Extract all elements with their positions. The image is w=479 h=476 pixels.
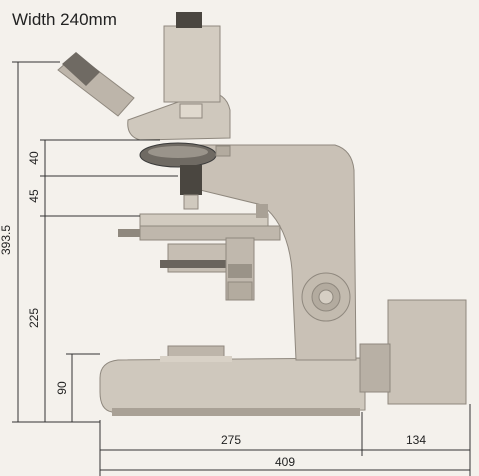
nosepiece-highlight bbox=[148, 146, 208, 158]
dim-40-label: 40 bbox=[27, 151, 41, 165]
dimension-lines bbox=[12, 61, 471, 476]
objective-lens bbox=[180, 165, 202, 195]
focus-knob-center bbox=[318, 289, 334, 305]
dim-45-label: 45 bbox=[27, 189, 41, 203]
stage-drive-knob-1 bbox=[228, 264, 252, 278]
stage-plate bbox=[139, 213, 269, 227]
dim-393-5-label: 393.5 bbox=[0, 225, 13, 255]
trinocular-tube bbox=[163, 25, 221, 103]
dim-409-label: 409 bbox=[275, 455, 295, 469]
base-light-port-top bbox=[160, 356, 232, 362]
dim-90-label: 90 bbox=[55, 381, 69, 395]
width-title: Width 240mm bbox=[12, 10, 117, 29]
dim-134-label: 134 bbox=[406, 433, 426, 447]
stage-drive-knob-2 bbox=[227, 281, 253, 301]
stage-holder bbox=[139, 225, 281, 241]
microscope-base bbox=[99, 357, 366, 413]
lamp-connector bbox=[359, 343, 391, 393]
stage-clip bbox=[256, 204, 268, 218]
eyepiece bbox=[62, 52, 100, 86]
head-label-plate bbox=[179, 103, 203, 119]
dim-225-label: 225 bbox=[27, 308, 41, 328]
dimension-labels: 393.5 40 45 225 90 275 134 409 bbox=[0, 151, 426, 469]
lamp-house bbox=[387, 299, 467, 405]
arm-knob bbox=[215, 145, 231, 157]
trinocular-top bbox=[176, 12, 202, 28]
stage-knob-left bbox=[118, 229, 140, 237]
microscope bbox=[57, 12, 467, 416]
dim-275-label: 275 bbox=[221, 433, 241, 447]
condenser-ring bbox=[160, 260, 240, 268]
objective-tip bbox=[183, 194, 199, 210]
base-foot bbox=[112, 408, 360, 416]
